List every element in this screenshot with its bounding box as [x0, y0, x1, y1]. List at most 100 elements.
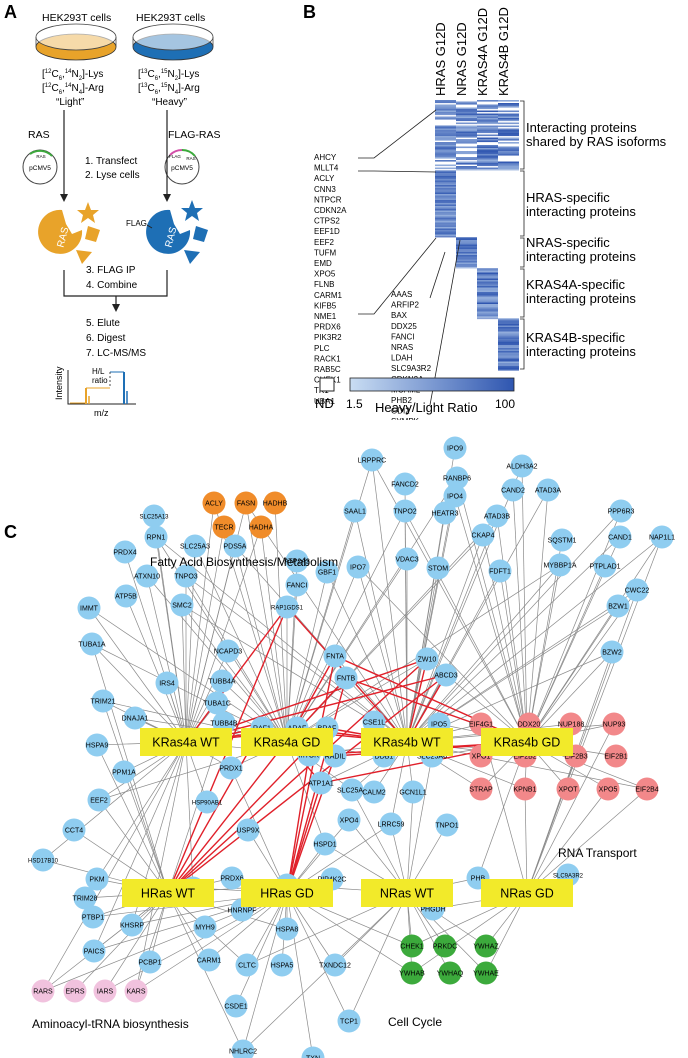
heatmap-cell [498, 154, 519, 156]
node-label: EIF2B1 [604, 754, 627, 761]
node-label: ATP1A1 [308, 781, 334, 788]
network-node: CARM1 [197, 948, 221, 972]
network-edge [454, 495, 528, 743]
red-edge [167, 674, 447, 894]
heatmap-cell [477, 293, 498, 296]
heatmap-cell [498, 166, 519, 168]
network-edge [512, 489, 528, 743]
heatmap-cell [435, 112, 456, 114]
heatmap-cell [435, 125, 456, 128]
hub-label: KRas4b GD [494, 736, 561, 750]
node-label: FANCD2 [391, 482, 419, 489]
heatmap-column-header: KRAS4B G12D [496, 7, 511, 96]
network-node: MYBBP1A [543, 553, 577, 577]
heatmap-cell [435, 210, 456, 213]
heatmap-cell [435, 207, 456, 210]
heatmap-cell [456, 131, 477, 134]
network-node: RPN1 [144, 525, 168, 549]
node-label: SLC25A3 [180, 544, 210, 551]
gene-label: FLNB [314, 280, 334, 289]
step-4: 4. Combine [86, 280, 138, 291]
network-edge [242, 892, 408, 1052]
network-node: KPNB1 [513, 777, 537, 801]
network-node: USP9X [236, 818, 260, 842]
node-label: ATP5B [115, 594, 137, 601]
heatmap-cell [498, 319, 519, 322]
heatmap-cell [435, 227, 456, 229]
node-label: TXNDC12 [319, 963, 351, 970]
heatmap-cell [477, 118, 498, 120]
heatmap-cell [498, 363, 519, 365]
heatmap-cell [477, 119, 498, 122]
heatmap-cell [435, 157, 456, 159]
node-label: EEF2 [90, 798, 108, 805]
network-edge [499, 570, 528, 743]
heatmap-cell [477, 272, 498, 275]
network-edge [135, 892, 288, 992]
heatmap-cell [477, 283, 498, 285]
heatmap-cell [477, 104, 498, 107]
network-node: NAP1L1 [649, 525, 675, 549]
network-edge [155, 536, 408, 743]
node-label: IPO4 [447, 494, 463, 501]
node-label: IMMT [80, 606, 99, 613]
heatmap-cell [435, 231, 456, 234]
node-label: KHSRP [120, 923, 144, 930]
heatmap-cell [435, 155, 456, 158]
network-edge [194, 545, 288, 743]
node-label: PKM [89, 877, 104, 884]
heatmap-cell [435, 136, 456, 138]
heatmap-cell [435, 137, 456, 140]
heatmap-cell [498, 118, 519, 120]
heatmap-cell [456, 122, 477, 125]
label-cell-cycle: Cell Cycle [388, 1015, 442, 1029]
heatmap-cell [477, 308, 498, 311]
flag-tag-label: FLAG [126, 219, 147, 228]
heavy-arg: [13C6,15N4]-Arg [138, 83, 200, 96]
heatmap-cell [435, 216, 456, 219]
heatmap-cell [498, 130, 519, 132]
node-label: YWHAB [399, 971, 425, 978]
heatmap-cell [477, 286, 498, 288]
heavy-lys: [13C6,15N2]-Lys [138, 69, 199, 82]
heatmap-cell [477, 292, 498, 294]
network-node: TXN [301, 1046, 325, 1058]
hub-label: KRas4a WT [152, 736, 220, 750]
network-node: YWHAE [473, 961, 499, 985]
node-label: PCBP1 [139, 960, 162, 967]
heatmap-cell [477, 313, 498, 315]
heatmap-cell [435, 183, 456, 186]
label-aminoacyl: Aminoacyl-tRNA biosynthesis [32, 1017, 189, 1031]
network-edge [526, 565, 606, 743]
heatmap-cell [498, 161, 519, 164]
gene-label: XPO5 [314, 270, 336, 279]
node-label: HADHA [249, 525, 274, 532]
hub-node: HRas GD [241, 879, 333, 907]
network-node: CALM2 [362, 780, 386, 804]
heatmap-cell [498, 110, 519, 113]
hub-label: NRas WT [380, 887, 435, 901]
network-node: IRS4 [155, 671, 179, 695]
heatmap-cell [435, 212, 456, 214]
node-label: SAAL1 [344, 509, 366, 516]
heatmap-cell [435, 134, 456, 137]
gene-label: UBA1 [314, 397, 335, 406]
heatmap-cell [456, 247, 477, 250]
heatmap-cell [498, 346, 519, 349]
heatmap-cell [456, 128, 477, 131]
network-edge [185, 741, 194, 889]
heatmap-cell [435, 116, 456, 119]
heatmap-cell [477, 139, 498, 141]
network-node: IPO9 [443, 436, 467, 460]
heatmap-cell [435, 148, 456, 150]
legend-max: 100 [495, 397, 515, 411]
heatmap-cell [498, 334, 519, 337]
network-edge [526, 605, 619, 743]
group-label: NRAS-specific [526, 235, 610, 250]
heatmap-cell [435, 104, 456, 107]
heatmap-cell [435, 203, 456, 205]
gene-label: MLLT4 [314, 164, 339, 173]
heatmap-cell [435, 188, 456, 190]
node-label: PAICS [84, 949, 105, 956]
